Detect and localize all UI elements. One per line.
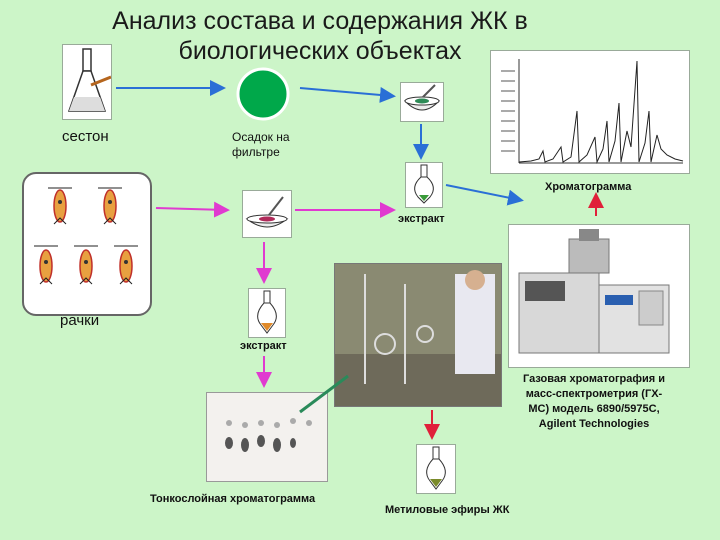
crustaceans-image (22, 172, 152, 316)
extract-top-label: экстракт (398, 213, 445, 225)
filter-residue-icon (236, 67, 290, 121)
gcms-machine-icon (518, 229, 670, 354)
blue-arrows (116, 80, 524, 206)
methyl-esters-label: Метиловые эфиры ЖК (385, 504, 510, 516)
conical-flask-icon (67, 48, 111, 112)
arrow-crustaceans-to-dish (155, 201, 230, 218)
funnel-left-image (248, 288, 286, 338)
filter-residue-label: Осадок на фильтре (232, 130, 290, 159)
page-title: Анализ состава и содержания ЖК в биологи… (112, 7, 528, 65)
tlc-label: Тонкослойная хроматограмма (150, 493, 316, 505)
separatory-funnel-icon (257, 290, 277, 334)
arrow-funnel-to-gcms (445, 184, 524, 206)
arrow-filter-to-dish (299, 86, 396, 103)
mortar-dish-icon (245, 196, 289, 228)
dish-middle-image (242, 190, 292, 238)
laboratory-scene (335, 264, 501, 406)
lab-photo (334, 263, 502, 407)
gcms-label: Газовая хроматография и масс-спектрометр… (523, 373, 665, 430)
chromatogram-plot (501, 59, 684, 164)
evaporation-dish-icon (403, 84, 441, 111)
tlc-plate-image (206, 392, 328, 482)
gcms-instrument-image (508, 224, 690, 368)
funnel-top-image (405, 162, 443, 208)
tlc-spots (225, 418, 312, 452)
petri-dish-image (400, 82, 444, 122)
rachki-label: рачки (60, 312, 100, 329)
crustacean-icons (34, 187, 138, 285)
funnel-bottom-image (416, 444, 456, 494)
chromatogram-label: Хроматограмма (545, 181, 632, 193)
chromatogram-image (490, 50, 690, 174)
seston-label: сестон (62, 128, 109, 145)
extract-left-label: экстракт (240, 340, 287, 352)
flask-image (62, 44, 112, 120)
separatory-funnel-icon (426, 446, 446, 490)
separatory-funnel-icon (414, 164, 434, 204)
